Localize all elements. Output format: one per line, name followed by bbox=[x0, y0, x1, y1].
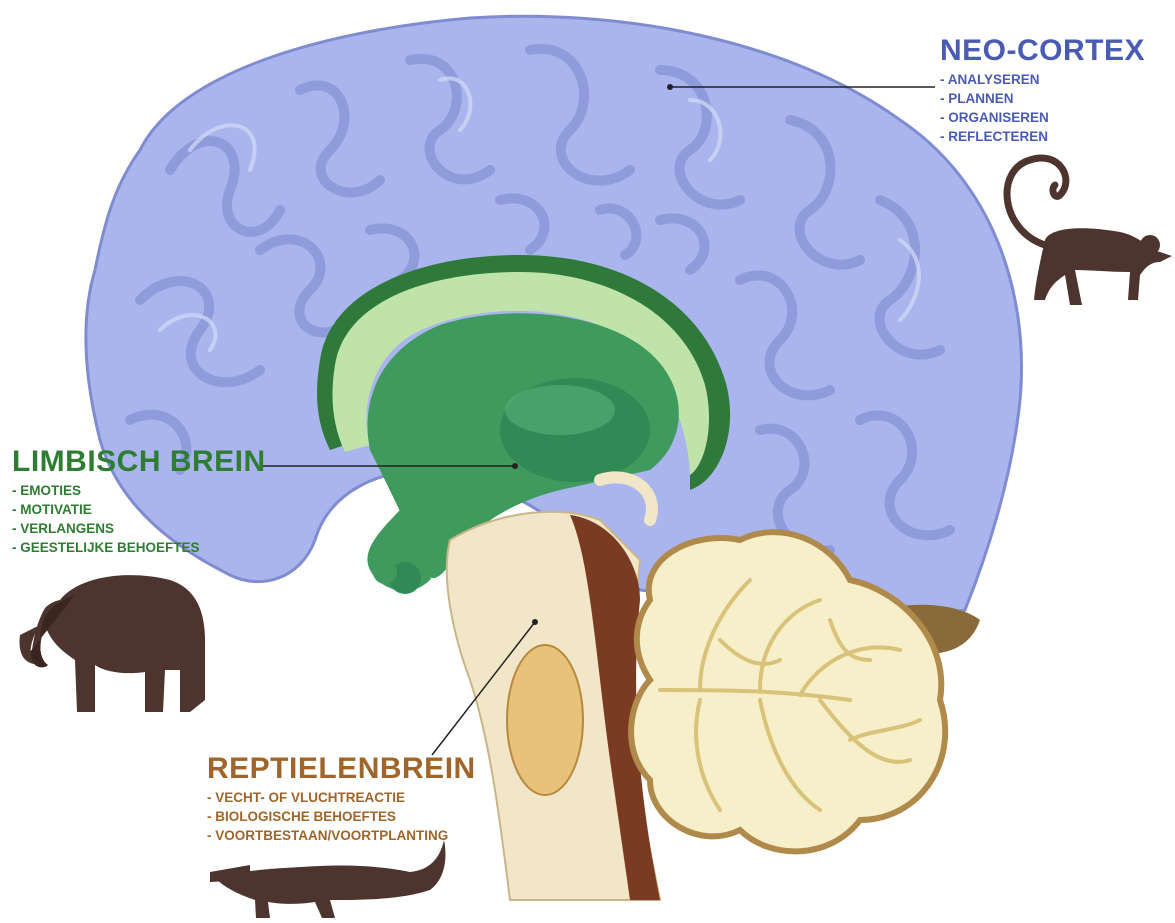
reptile-list: - VECHT- OF VLUCHTREACTIE - BIOLOGISCHE … bbox=[207, 788, 476, 845]
elephant-icon bbox=[20, 575, 205, 712]
reptile-item: - VECHT- OF VLUCHTREACTIE bbox=[207, 788, 476, 807]
neo-cortex-list: - ANALYSEREN - PLANNEN - ORGANISEREN - R… bbox=[940, 70, 1145, 146]
reptile-leader-dot bbox=[532, 619, 538, 625]
reptile-label-block: REPTIELENBREIN - VECHT- OF VLUCHTREACTIE… bbox=[207, 754, 476, 845]
limbic-label-block: LIMBISCH BREIN - EMOTIES - MOTIVATIE - V… bbox=[12, 447, 266, 557]
neo-cortex-title: NEO-CORTEX bbox=[940, 36, 1145, 66]
reptile-item: - BIOLOGISCHE BEHOEFTES bbox=[207, 807, 476, 826]
limbic-item: - VERLANGENS bbox=[12, 519, 266, 538]
neo-cortex-item: - ANALYSEREN bbox=[940, 70, 1145, 89]
limbic-item: - MOTIVATIE bbox=[12, 500, 266, 519]
limbic-leader-dot bbox=[512, 463, 518, 469]
neo-cortex-leader-dot bbox=[667, 84, 673, 90]
neo-cortex-item: - PLANNEN bbox=[940, 89, 1145, 108]
neo-cortex-item: - ORGANISEREN bbox=[940, 108, 1145, 127]
neo-cortex-label-block: NEO-CORTEX - ANALYSEREN - PLANNEN - ORGA… bbox=[940, 36, 1145, 146]
neo-cortex-item: - REFLECTEREN bbox=[940, 127, 1145, 146]
limbic-item: - GEESTELIJKE BEHOEFTES bbox=[12, 538, 266, 557]
monkey-icon bbox=[1007, 158, 1172, 305]
limbic-title: LIMBISCH BREIN bbox=[12, 447, 266, 477]
crocodile-icon bbox=[210, 840, 445, 918]
reptile-item: - VOORTBESTAAN/VOORTPLANTING bbox=[207, 826, 476, 845]
limbic-list: - EMOTIES - MOTIVATIE - VERLANGENS - GEE… bbox=[12, 481, 266, 557]
reptile-title: REPTIELENBREIN bbox=[207, 754, 476, 784]
limbic-item: - EMOTIES bbox=[12, 481, 266, 500]
